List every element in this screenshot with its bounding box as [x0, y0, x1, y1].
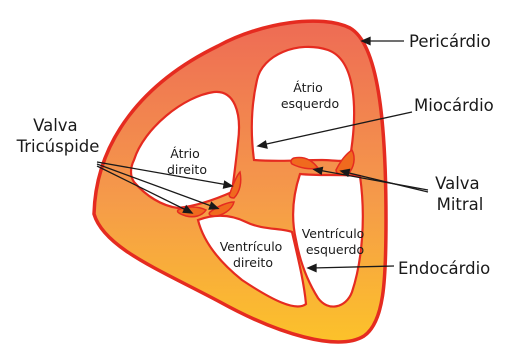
label-atrio-direito-line1: Átrio — [170, 146, 200, 161]
label-ventriculo-esquerdo-line2: esquerdo — [306, 242, 364, 257]
label-atrio-esquerdo-line1: Átrio — [293, 80, 323, 95]
label-atrio-esquerdo-line2: esquerdo — [281, 96, 339, 111]
label-atrio-direito: Átrio direito — [167, 146, 207, 177]
label-ventriculo-direito-line2: direito — [233, 255, 273, 270]
label-valva-tricuspide-line1: Valva — [33, 116, 78, 135]
label-ventriculo-esquerdo-line1: Ventrículo — [302, 226, 365, 241]
label-ventriculo-esquerdo: Ventrículo esquerdo — [302, 226, 369, 257]
label-valva-mitral-line2: Mitral — [437, 195, 484, 214]
label-ventriculo-direito-line1: Ventrículo — [220, 239, 283, 254]
label-valva-tricuspide: Valva Tricúspide — [16, 116, 100, 156]
label-miocardio: Miocárdio — [414, 96, 494, 115]
label-endocardio: Endocárdio — [398, 259, 490, 278]
label-valva-mitral-line1: Valva — [435, 174, 480, 193]
label-atrio-direito-line2: direito — [167, 162, 207, 177]
label-valva-mitral: Valva Mitral — [435, 174, 485, 214]
label-valva-tricuspide-line2: Tricúspide — [16, 137, 100, 156]
label-pericardio: Pericárdio — [409, 32, 491, 51]
